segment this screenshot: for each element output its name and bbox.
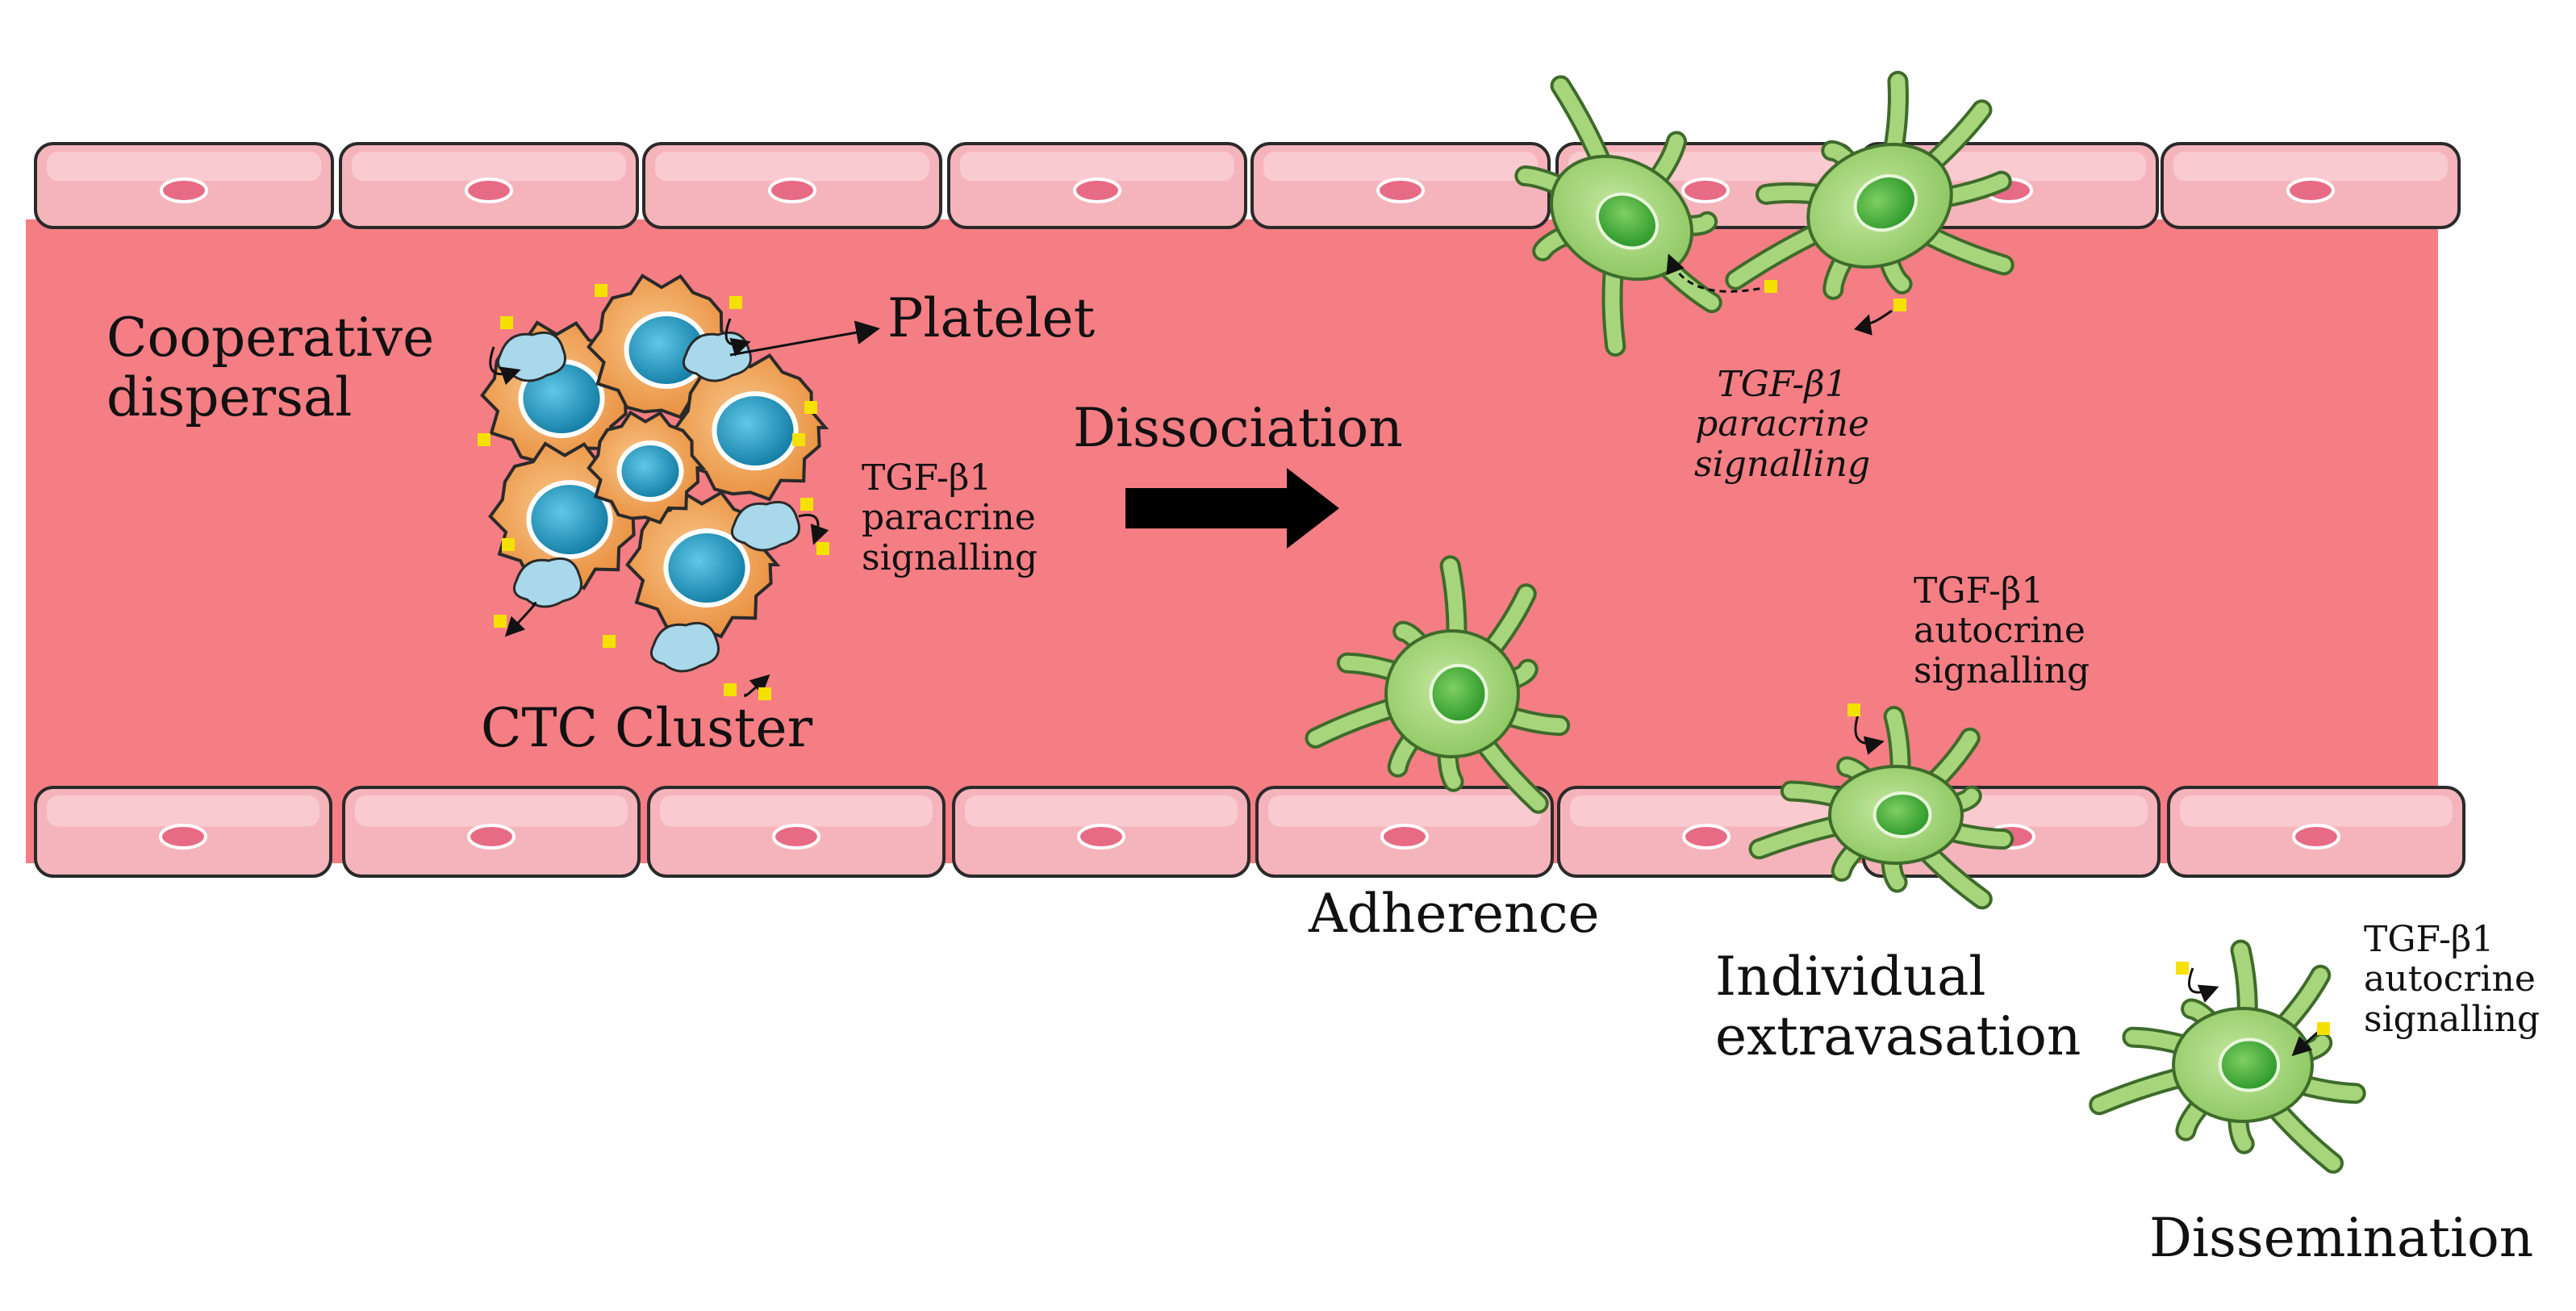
platelet <box>512 557 582 608</box>
extravasation-signal-line2: autocrine <box>1914 610 2085 652</box>
bottom-endothelial-wall <box>34 786 2465 878</box>
top-signal-line2: paracrine <box>1695 403 1869 445</box>
tgf-beta1-signal <box>798 498 829 545</box>
extravasation-signal-line3: signalling <box>1914 649 2090 691</box>
tgf-beta1-signal <box>724 296 751 357</box>
ctc-cell <box>587 410 707 525</box>
dissemination-signal-label: TGF-β1 autocrine signalling <box>2364 920 2540 1039</box>
mesenchymal-cell <box>1748 705 2014 910</box>
platelet <box>649 621 720 673</box>
dissemination-signal-line3: signalling <box>2364 998 2541 1040</box>
adherence-label: Adherence <box>1309 883 1600 945</box>
endothelial-cell <box>1255 786 1554 878</box>
tgf-beta1-molecule <box>724 683 737 696</box>
tgf-beta1-molecule <box>804 401 817 414</box>
platelet <box>682 331 752 382</box>
dissemination-signal-line1: TGF-β1 <box>2364 919 2495 960</box>
individual-extravasation-line2: extravasation <box>1715 1004 2081 1067</box>
endothelial-cell <box>34 142 334 229</box>
endothelial-cell <box>1557 786 1856 878</box>
dissemination-signal-line2: autocrine <box>2364 958 2536 1000</box>
mesenchymal-cell <box>1305 555 1571 814</box>
endothelial-cell <box>34 786 332 878</box>
endothelial-cell <box>339 142 639 229</box>
endothelial-cell <box>647 786 946 878</box>
tgf-beta1-signal <box>494 601 537 637</box>
tgf-beta1-signal <box>489 316 521 386</box>
tgf-beta1-molecule <box>595 284 607 297</box>
endothelial-cell <box>2161 142 2461 229</box>
extravasation-signal-line1: TGF-β1 <box>1914 570 2044 612</box>
mesenchymal-cell <box>2089 939 2366 1174</box>
platelet-pointer-arrow <box>729 320 880 357</box>
top-signal-label: TGF-β1 paracrine signalling <box>1694 365 1870 484</box>
platelet <box>730 500 800 552</box>
top-signal-line1: TGF-β1 <box>1717 364 1847 405</box>
tgf-beta1-molecule <box>603 635 616 648</box>
mesenchymal-cell <box>1514 75 1722 357</box>
ctc-cluster-label: CTC Cluster <box>481 697 813 759</box>
ctc-cell <box>674 353 829 502</box>
tgf-beta1-signal <box>2176 962 2219 1003</box>
endothelial-cell <box>947 142 1247 229</box>
tgf-beta1-molecule <box>792 433 805 446</box>
dissociation-label: Dissociation <box>1073 397 1403 459</box>
tgf-beta1-signal <box>1853 299 1906 336</box>
tgf-beta1-signal <box>1666 253 1777 293</box>
platelet-label: Platelet <box>887 287 1096 349</box>
individual-extravasation-line1: Individual <box>1715 946 1986 1008</box>
endothelial-cell <box>1250 142 1551 229</box>
endothelial-cell <box>952 786 1250 878</box>
mesenchymal-cells <box>1305 70 2366 1174</box>
cluster-signal-line1: TGF-β1 <box>862 457 992 499</box>
extravasation-signal-label: TGF-β1 autocrine signalling <box>1914 571 2090 691</box>
individual-extravasation-label: Individual extravasation <box>1715 947 2081 1067</box>
top-signal-line3: signalling <box>1694 443 1871 485</box>
tgf-beta1-molecule <box>478 433 491 446</box>
tgf-beta1-molecule <box>816 542 829 555</box>
cluster-signal-line2: paracrine <box>862 497 1036 539</box>
top-endothelial-wall <box>34 142 2461 229</box>
cluster-signal-line3: signalling <box>862 537 1038 578</box>
tgf-beta1-signal <box>2291 1022 2330 1057</box>
mesenchymal-cell <box>1725 70 2014 300</box>
ctc-cluster-illustration <box>480 273 829 673</box>
tgf-beta1-signal <box>744 674 771 700</box>
endothelial-cell <box>2167 786 2465 878</box>
cooperative-dispersal-line1: Cooperative <box>106 307 435 369</box>
tgf-signal-arrows <box>478 253 2330 1057</box>
vessel-lumen <box>26 219 2438 863</box>
endothelial-cell <box>342 786 641 878</box>
tgf-beta1-signal <box>1847 704 1885 755</box>
endothelial-cell <box>642 142 942 229</box>
cooperative-dispersal-label: Cooperative dispersal <box>106 308 434 428</box>
cooperative-dispersal-line2: dispersal <box>106 365 353 428</box>
dissemination-label: Dissemination <box>2149 1207 2534 1269</box>
cluster-signal-label: TGF-β1 paracrine signalling <box>862 458 1037 578</box>
dissociation-arrow <box>1125 468 1339 549</box>
tgf-beta1-molecule <box>502 538 515 551</box>
